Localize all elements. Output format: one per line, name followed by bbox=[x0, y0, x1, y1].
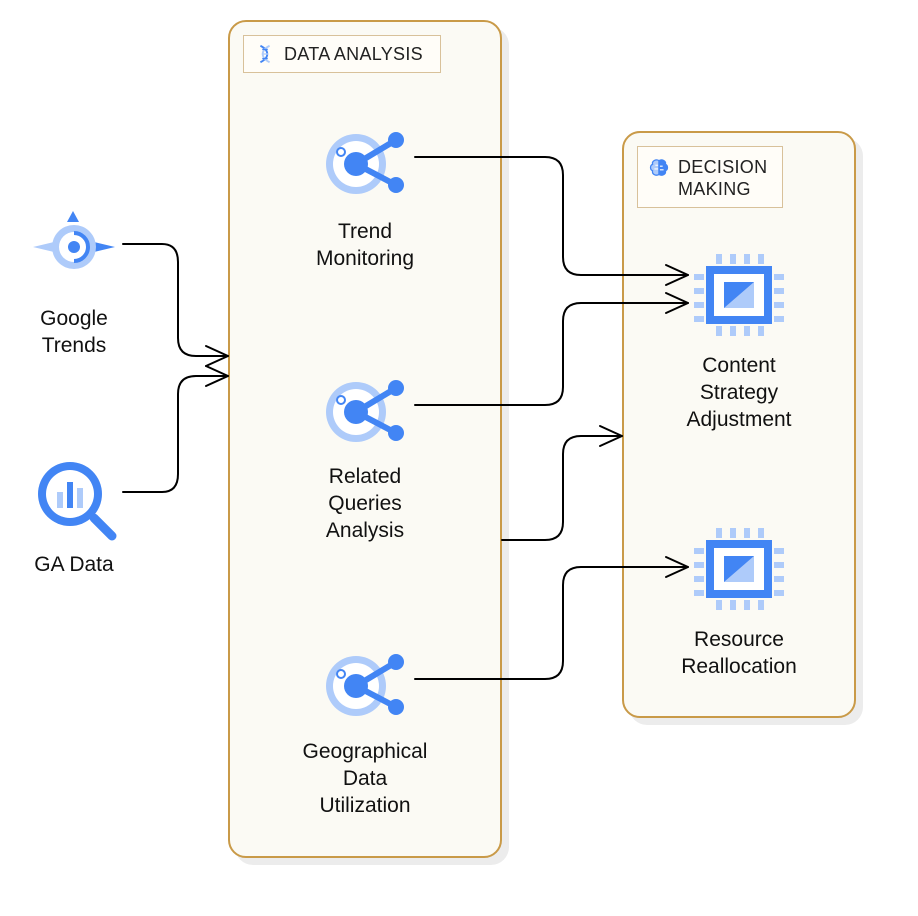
content-strategy-label: Content Strategy Adjustment bbox=[686, 354, 792, 431]
edge-ga-data-to-data-analysis bbox=[122, 375, 229, 493]
analytics-search-icon[interactable] bbox=[32, 456, 118, 542]
trend-monitoring-label: Trend Monitoring bbox=[315, 220, 415, 270]
edge-trend-monitoring-arrowhead bbox=[665, 264, 689, 286]
edge-ga-data-arrowhead bbox=[205, 365, 229, 387]
google-trends-label: Google Trends bbox=[40, 307, 108, 357]
decision-making-label-text: DECISION MAKING bbox=[678, 157, 768, 199]
related-queries-label: Related Queries Analysis bbox=[325, 465, 405, 542]
edge-related-queries-arrowhead bbox=[665, 292, 689, 314]
edge-related-queries-to-decision-making bbox=[501, 435, 623, 541]
edge-google-trends-to-data-analysis bbox=[122, 243, 229, 357]
data-analysis-label-text: DATA ANALYSIS bbox=[284, 43, 423, 64]
ga-data-label: GA Data bbox=[34, 553, 114, 576]
edge-related-queries-decision-arrowhead bbox=[599, 425, 623, 447]
resource-reallocation-chip-icon[interactable] bbox=[694, 528, 784, 610]
google-trends-icon[interactable] bbox=[32, 210, 116, 278]
decision-making-group[interactable] bbox=[622, 131, 856, 718]
edge-google-trends-arrowhead bbox=[205, 345, 229, 367]
geographical-data-icon[interactable] bbox=[320, 650, 412, 722]
dna-analysis-icon bbox=[259, 44, 271, 64]
resource-reallocation-label: Resource Reallocation bbox=[681, 628, 797, 678]
edge-related-queries-to-content-strategy bbox=[414, 302, 689, 406]
brain-icon bbox=[649, 159, 669, 176]
related-queries-icon[interactable] bbox=[320, 376, 412, 448]
edge-geographical-arrowhead bbox=[665, 556, 689, 578]
geographical-data-label: Geographical Data Utilization bbox=[302, 740, 428, 817]
decision-making-group-label: DECISION MAKING bbox=[637, 146, 783, 208]
trend-monitoring-icon[interactable] bbox=[320, 128, 412, 200]
edge-geographical-to-resource-reallocation bbox=[414, 566, 689, 680]
data-analysis-group-label: DATA ANALYSIS bbox=[243, 35, 441, 73]
content-strategy-chip-icon[interactable] bbox=[694, 254, 784, 336]
edge-trend-monitoring-to-content-strategy bbox=[414, 156, 689, 276]
